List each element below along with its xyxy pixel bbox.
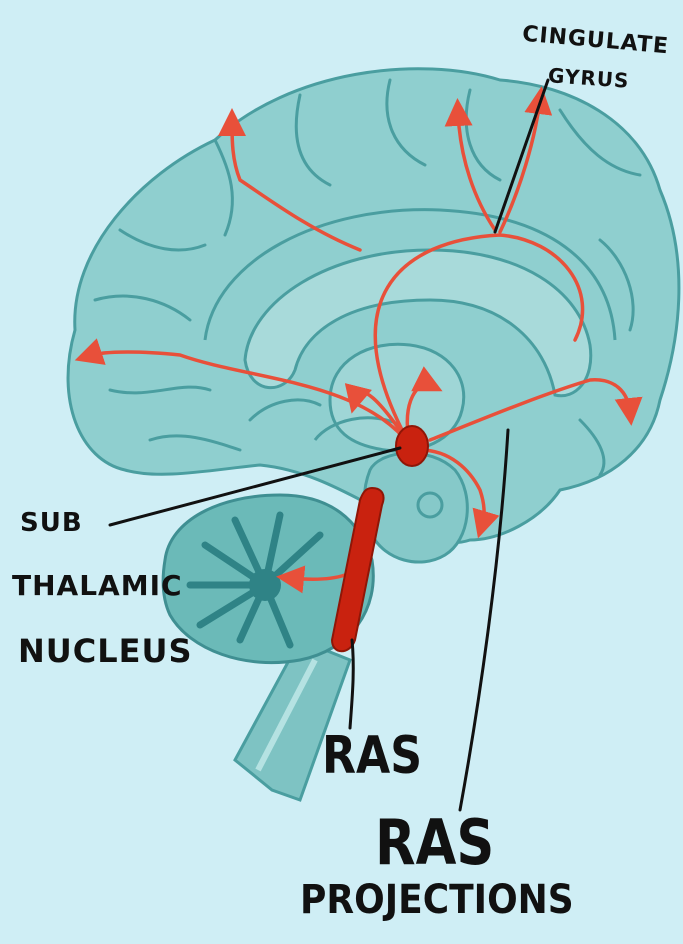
label-subthalamic-line3: Nucleus: [18, 635, 193, 667]
label-ras: RAS: [322, 730, 422, 782]
label-ras-projections-line1: RAS: [375, 812, 494, 874]
label-ras-projections-line2: Projections: [300, 880, 574, 920]
label-subthalamic-line2: Thalamic: [12, 572, 183, 600]
label-cingulate-line2: Gyrus: [547, 65, 630, 91]
subthalamic-nucleus: [396, 426, 428, 466]
label-subthalamic-line1: Sub: [20, 510, 83, 536]
